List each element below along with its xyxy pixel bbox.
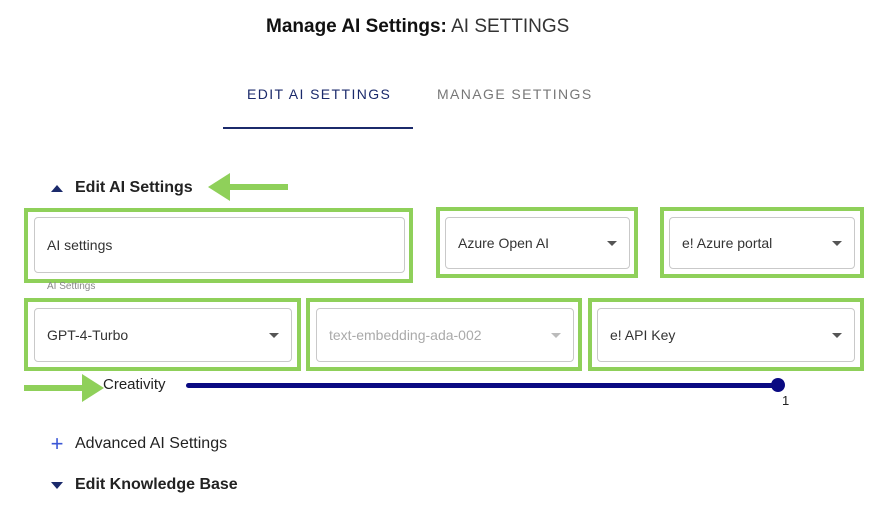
section-advanced-ai-settings[interactable]: + Advanced AI Settings <box>46 431 228 456</box>
model-value: GPT-4-Turbo <box>47 327 129 343</box>
model-select[interactable]: GPT-4-Turbo <box>34 308 292 362</box>
chevron-down-icon <box>269 332 279 338</box>
highlight-box <box>24 298 301 371</box>
tab-manage-settings[interactable]: MANAGE SETTINGS <box>437 86 593 102</box>
page-title: Manage AI Settings: AI SETTINGS <box>266 16 569 38</box>
provider-value: Azure Open AI <box>458 235 550 251</box>
chevron-down-icon <box>607 240 617 246</box>
ai-settings-name-value: AI settings <box>47 237 113 253</box>
provider-select[interactable]: Azure Open AI <box>445 217 630 269</box>
api-key-value: e! API Key <box>610 327 676 343</box>
tab-edit-ai-settings[interactable]: EDIT AI SETTINGS <box>247 86 392 102</box>
highlight-box <box>588 298 864 371</box>
highlight-box <box>306 298 582 371</box>
annotation-arrow-left-icon <box>206 171 290 203</box>
creativity-slider-track[interactable] <box>186 383 778 388</box>
embedding-model-select[interactable]: text-embedding-ada-002 <box>316 308 574 362</box>
highlight-box <box>436 207 638 278</box>
api-key-select[interactable]: e! API Key <box>597 308 855 362</box>
chevron-down-icon <box>832 332 842 338</box>
annotation-arrow-right-icon <box>22 372 106 404</box>
ai-settings-name-helper: AI Settings <box>47 281 96 292</box>
creativity-label: Creativity <box>103 376 166 393</box>
section-edit-knowledge-base[interactable]: Edit Knowledge Base <box>46 476 238 494</box>
page-title-subtitle: AI SETTINGS <box>451 16 570 37</box>
section-advanced-ai-settings-label: Advanced AI Settings <box>75 435 228 452</box>
creativity-slider-thumb[interactable] <box>771 378 785 392</box>
section-edit-ai-settings[interactable]: Edit AI Settings <box>46 179 193 197</box>
collapse-triangle-icon <box>46 179 68 197</box>
portal-value: e! Azure portal <box>682 235 773 251</box>
chevron-down-icon <box>832 240 842 246</box>
expand-triangle-icon <box>46 476 68 494</box>
plus-icon: + <box>50 431 64 456</box>
ai-settings-name-input[interactable]: AI settings <box>34 217 405 273</box>
highlight-box <box>24 208 413 283</box>
chevron-down-icon <box>551 332 561 338</box>
page-title-bold: Manage AI Settings: <box>266 16 447 37</box>
section-edit-ai-settings-label: Edit AI Settings <box>75 179 193 196</box>
creativity-value: 1 <box>782 393 790 408</box>
highlight-box <box>660 207 864 278</box>
embedding-model-value: text-embedding-ada-002 <box>329 327 482 343</box>
portal-select[interactable]: e! Azure portal <box>669 217 855 269</box>
section-edit-knowledge-base-label: Edit Knowledge Base <box>75 476 238 493</box>
active-tab-indicator <box>223 127 413 129</box>
